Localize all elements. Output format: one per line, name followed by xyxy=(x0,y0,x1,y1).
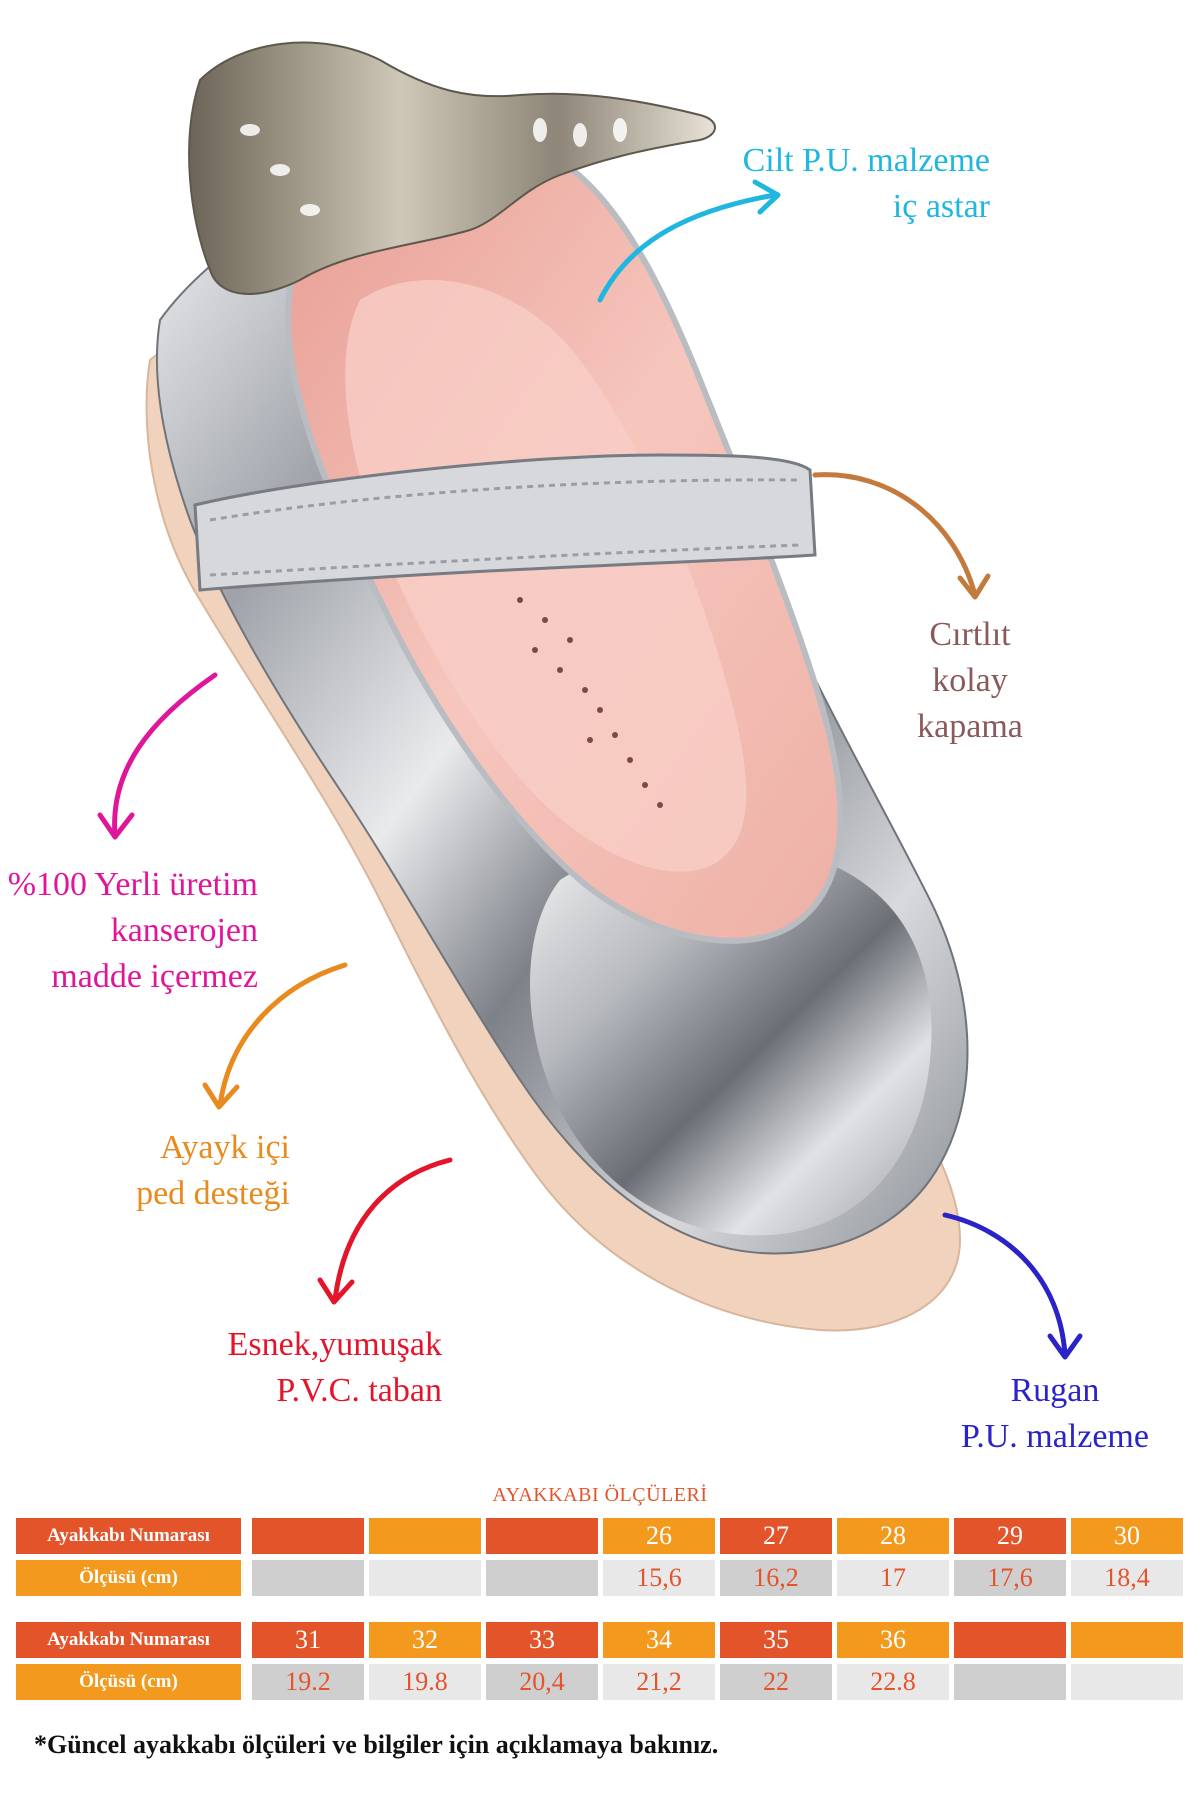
measure-cell xyxy=(369,1560,481,1596)
number-cell: 31 xyxy=(252,1622,364,1658)
callout-sole-line2: P.V.C. taban xyxy=(276,1372,442,1409)
callout-closure-line1: Cırtlıt xyxy=(929,616,1011,653)
callout-local-line1: %100 Yerli üretim xyxy=(7,866,258,903)
insole-perforations xyxy=(517,597,663,808)
number-cell: 35 xyxy=(720,1622,832,1658)
arrow-local xyxy=(112,672,218,838)
measure-cell: 22.8 xyxy=(837,1664,949,1700)
number-cell xyxy=(486,1518,598,1554)
callout-insole-line1: Ayayk içi xyxy=(159,1129,290,1166)
shoe-insole xyxy=(345,280,747,872)
number-cell xyxy=(954,1622,1066,1658)
footnote: *Güncel ayakkabı ölçüleri ve bilgiler iç… xyxy=(34,1730,719,1759)
shoe-illustration xyxy=(97,41,1083,1360)
measure-cell: 16,2 xyxy=(720,1560,832,1596)
measure-cell: 15,6 xyxy=(603,1560,715,1596)
number-label: Ayakkabı Numarası xyxy=(16,1622,241,1658)
measure-cell xyxy=(954,1664,1066,1700)
callout-closure-line2: kolay xyxy=(932,662,1008,699)
number-cell xyxy=(369,1518,481,1554)
arrow-upper xyxy=(942,1212,1068,1358)
callout-sole: Esnek,yumuşak P.V.C. taban xyxy=(180,1322,442,1414)
arrow-closure xyxy=(812,472,978,598)
velcro-strap xyxy=(193,453,817,592)
callout-closure-line3: kapama xyxy=(917,708,1023,745)
number-cell: 29 xyxy=(954,1518,1066,1554)
number-cell xyxy=(252,1518,364,1554)
measure-cell: 20,4 xyxy=(486,1664,598,1700)
measure-cell: 19.2 xyxy=(252,1664,364,1700)
number-cell: 27 xyxy=(720,1518,832,1554)
measure-cell xyxy=(1071,1664,1183,1700)
callout-lining: Cilt P.U. malzeme iç astar xyxy=(700,138,990,230)
callout-closure: Cırtlıt kolay kapama xyxy=(885,612,1055,750)
size-table-title: AYAKKABI ÖLÇÜLERİ xyxy=(492,1484,708,1506)
callout-sole-line1: Esnek,yumuşak xyxy=(227,1326,442,1363)
arrow-lining xyxy=(597,192,778,303)
number-cell: 26 xyxy=(603,1518,715,1554)
number-cell xyxy=(1071,1622,1183,1658)
callout-upper-line2: P.U. malzeme xyxy=(961,1418,1149,1455)
number-cell: 36 xyxy=(837,1622,949,1658)
number-cell: 33 xyxy=(486,1622,598,1658)
callout-insole-line2: ped desteği xyxy=(136,1175,290,1212)
number-cell: 34 xyxy=(603,1622,715,1658)
number-cell: 28 xyxy=(837,1518,949,1554)
callout-upper: Rugan P.U. malzeme xyxy=(940,1368,1170,1460)
measure-cell: 17,6 xyxy=(954,1560,1066,1596)
measure-cell xyxy=(252,1560,364,1596)
measure-cell xyxy=(486,1560,598,1596)
measure-cell: 17 xyxy=(837,1560,949,1596)
callout-lining-line2: iç astar xyxy=(892,188,990,225)
arrow-insole xyxy=(217,962,348,1108)
measure-cell: 18,4 xyxy=(1071,1560,1183,1596)
number-label: Ayakkabı Numarası xyxy=(16,1518,241,1554)
measure-cell: 22 xyxy=(720,1664,832,1700)
wing-decoration xyxy=(188,41,716,295)
shoe-toe xyxy=(530,842,932,1236)
measure-cell: 21,2 xyxy=(603,1664,715,1700)
measure-cell: 19.8 xyxy=(369,1664,481,1700)
measure-label: Ölçüsü (cm) xyxy=(16,1664,241,1700)
callout-lining-line1: Cilt P.U. malzeme xyxy=(742,142,990,179)
callout-local: %100 Yerli üretim kanserojen madde içerm… xyxy=(0,862,258,1000)
measure-label: Ölçüsü (cm) xyxy=(16,1560,241,1596)
arrow-sole xyxy=(332,1157,453,1303)
callout-insole: Ayayk içi ped desteği xyxy=(90,1125,290,1217)
callout-local-line3: madde içermez xyxy=(51,958,258,995)
callout-local-line2: kanserojen xyxy=(110,912,258,949)
callout-upper-line1: Rugan xyxy=(1010,1372,1100,1409)
number-cell: 32 xyxy=(369,1622,481,1658)
number-cell: 30 xyxy=(1071,1518,1183,1554)
